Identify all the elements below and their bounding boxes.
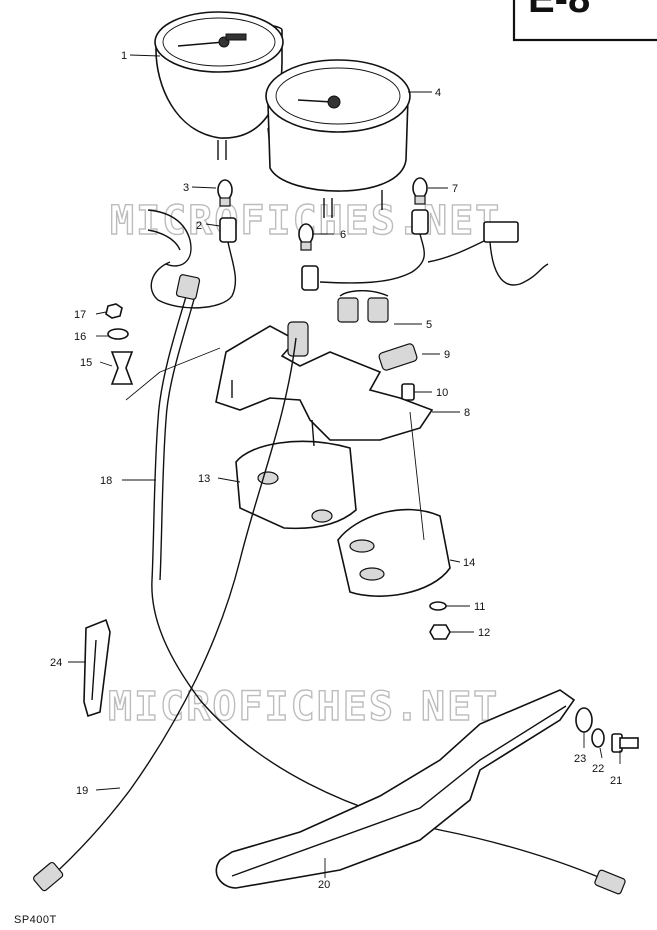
bolt-21 [611,733,639,753]
grommet-15 [110,351,134,385]
nut-17 [105,303,123,319]
callout-24: 24 [50,657,62,669]
callout-13: 13 [198,473,210,485]
callout-12: 12 [478,627,490,639]
callout-7: 7 [452,183,458,195]
leader-lines [68,54,621,878]
sheet-code: E-8 [528,0,590,21]
callout-6: 6 [340,229,346,241]
sheet-code-box: E-8 [512,0,657,42]
bulb-7 [412,177,428,205]
speedo-drive-boss [287,321,309,357]
spacer-10 [401,383,415,401]
meter-case-left [235,440,357,530]
callout-14: 14 [463,557,475,569]
washer-11 [429,601,447,611]
callout-20: 20 [318,879,330,891]
bulb-socket-harness [147,209,549,323]
callout-23: 23 [574,753,586,765]
callout-22: 22 [592,763,604,775]
callout-21: 21 [610,775,622,787]
callout-labels: 1 4 3 2 6 7 5 9 10 8 13 14 11 12 17 16 1… [50,50,622,891]
callout-15: 15 [80,357,92,369]
callout-4: 4 [435,87,441,99]
washer-23 [575,707,593,733]
callout-5: 5 [426,319,432,331]
bulb-6 [298,223,314,251]
bulb-3 [217,179,233,207]
footer-model-code: SP400T [14,914,57,926]
meter-bracket [215,325,434,441]
rubber-cushion-9 [378,343,418,371]
callout-8: 8 [464,407,470,419]
callout-10: 10 [436,387,448,399]
speedometer-gauge [265,59,411,218]
meter-case-right [337,508,451,597]
watermark-bottom: MICROFICHES.NET [108,684,499,730]
tachometer-cable [151,289,611,883]
headlight-stay [215,689,576,889]
washer-16 [107,328,129,340]
cable-guide-24 [83,618,111,718]
callout-1: 1 [121,50,127,62]
callout-17: 17 [74,309,86,321]
callout-3: 3 [183,182,189,194]
tachometer-gauge [154,11,284,160]
callout-19: 19 [76,785,88,797]
callout-11: 11 [474,601,485,613]
callout-16: 16 [74,331,86,343]
washer-22 [591,728,605,748]
callout-18: 18 [100,475,112,487]
callout-2: 2 [196,220,202,232]
speedometer-cable [47,337,297,881]
nut-12 [429,624,451,640]
callout-9: 9 [444,349,450,361]
